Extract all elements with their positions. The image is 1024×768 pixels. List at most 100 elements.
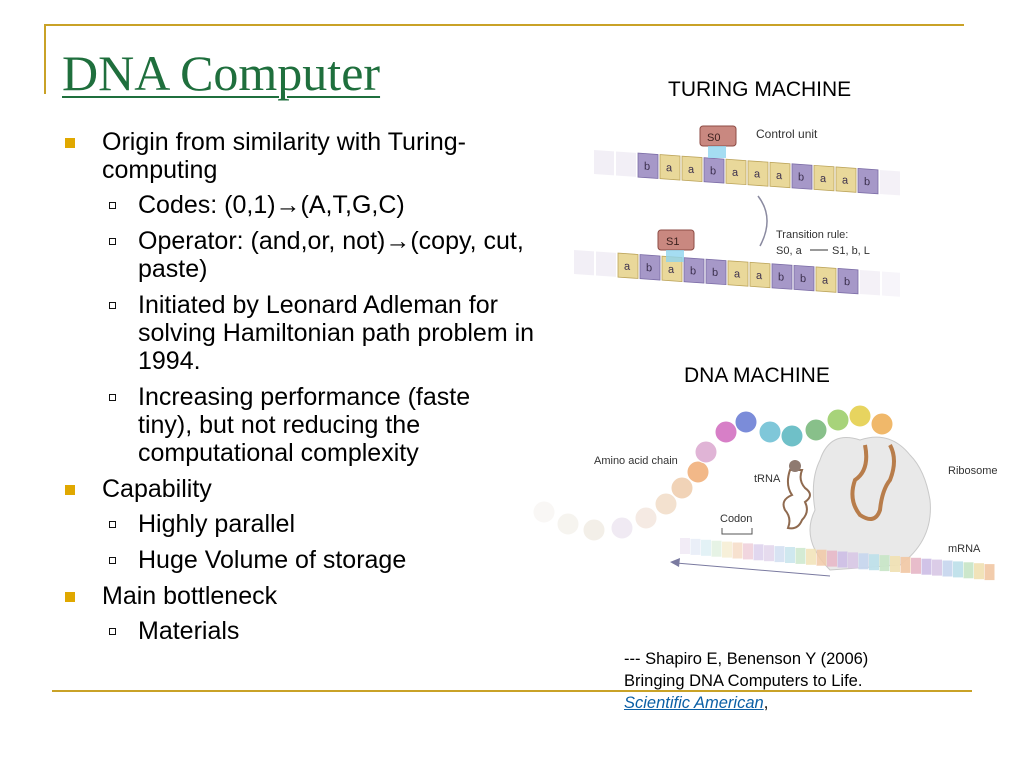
amino-acid-bead	[694, 440, 718, 464]
tape-cell-blank	[860, 269, 880, 296]
trna-shape	[782, 469, 811, 530]
mrna-nucleotide	[900, 556, 911, 573]
amino-acid-bead	[532, 500, 556, 524]
left-rule	[44, 24, 46, 94]
scientific-american-link[interactable]: Scientific American	[624, 694, 764, 712]
sub-bullet-text: Highly parallel	[138, 510, 296, 538]
tape-symbol: b	[798, 171, 804, 183]
tape-symbol: b	[800, 273, 806, 285]
bullet-marker	[65, 485, 75, 495]
tape-symbol: a	[688, 164, 695, 176]
transition-rule-from: S0, a	[776, 245, 803, 257]
sub-bullet-marker	[109, 521, 116, 528]
codon-bracket	[721, 528, 753, 535]
amino-acid-bead	[686, 460, 710, 484]
tape-symbol: b	[864, 176, 870, 188]
mrna-label: mRNA	[948, 543, 981, 555]
mrna-nucleotide	[890, 556, 900, 572]
bullet-marker	[65, 592, 75, 602]
transition-rule-title: Transition rule:	[776, 229, 848, 241]
reference-trailing-comma: ,	[763, 694, 769, 712]
mrna-nucleotide	[680, 538, 690, 554]
top-rule	[44, 24, 964, 26]
bullet-origin: Origin from similarity with Turing-compu…	[62, 128, 552, 184]
mrna-nucleotide	[848, 552, 858, 569]
mrna-nucleotide	[963, 562, 974, 579]
mrna-nucleotide	[743, 543, 753, 560]
tape-cell	[747, 160, 769, 187]
sub-bullet-performance: Increasing performance (faste tiny), but…	[62, 383, 552, 467]
sub-bullet-adleman: Initiated by Leonard Adleman for solving…	[62, 291, 552, 375]
amino-acid-bead	[556, 512, 580, 536]
mrna-nucleotide	[921, 558, 932, 575]
tape-symbol: a	[822, 274, 829, 286]
mrna-nucleotide	[774, 546, 785, 563]
tape-symbol: a	[624, 261, 631, 273]
amino-acid-bead	[670, 476, 694, 500]
mrna-nucleotide	[953, 561, 963, 578]
tape-cell-blank	[596, 251, 616, 277]
trna-head	[789, 460, 801, 472]
tape-cell	[637, 152, 659, 179]
tape-cell	[813, 164, 835, 192]
amino-acid-bead	[582, 518, 606, 542]
tape-symbol: a	[820, 173, 827, 185]
tape-cell	[617, 252, 639, 279]
tape-symbol: b	[690, 265, 696, 277]
tape-symbol: a	[756, 270, 763, 282]
tape-cell-blank	[574, 250, 594, 276]
tape-symbol: a	[668, 264, 675, 276]
ribosome-shape	[809, 436, 931, 571]
transition-rule-to: S1, b, L	[832, 245, 870, 257]
mrna-nucleotide	[911, 557, 921, 574]
bullet-bottleneck: Main bottleneck	[62, 582, 552, 610]
mrna-nucleotide	[942, 560, 953, 577]
sub-bullet-materials: Materials	[62, 617, 552, 645]
bullet-marker	[65, 138, 75, 148]
tape-cell	[705, 258, 727, 286]
bullet-capability: Capability	[62, 475, 552, 503]
slide-title: DNA Computer	[62, 45, 381, 101]
mrna-nucleotide	[690, 538, 701, 555]
sub-bullet-marker	[109, 302, 116, 309]
tape-cell	[727, 260, 749, 287]
sub-bullet-text: Initiated by Leonard Adleman for solving…	[138, 291, 535, 375]
head-s1-label: S1	[666, 236, 679, 248]
reference-line-1: --- Shapiro E, Benenson Y (2006)	[624, 650, 869, 668]
reference-line-2: Bringing DNA Computers to Life.	[624, 672, 863, 690]
bullet-text: Main bottleneck	[102, 582, 278, 610]
tape-cell	[791, 163, 813, 190]
sub-bullet-codes: Codes: (0,1)→(A,T,G,C)	[62, 191, 552, 219]
amino-acid-chain-label: Amino acid chain	[594, 455, 678, 467]
reference-block: --- Shapiro E, Benenson Y (2006) Bringin…	[624, 648, 868, 714]
tape-cell-blank	[880, 169, 900, 196]
bullet-text: Origin from similarity with Turing-compu…	[102, 128, 466, 184]
mrna-nucleotide	[732, 542, 743, 559]
sub-bullet-text: Increasing performance (faste tiny), but…	[138, 383, 471, 467]
mrna-nucleotide	[984, 564, 995, 581]
sub-bullet-text: Codes: (0,1)→(A,T,G,C)	[138, 191, 405, 219]
sub-bullet-marker	[109, 238, 116, 245]
amino-acid-bead	[734, 410, 758, 434]
sub-bullet-text: Materials	[138, 617, 240, 645]
sub-bullet-marker	[109, 628, 116, 635]
codon-label: Codon	[720, 513, 752, 525]
mrna-direction-arrow	[675, 562, 831, 577]
tape-cell	[703, 157, 725, 184]
sub-bullet-marker	[109, 202, 116, 209]
head-s0-beam	[708, 146, 726, 158]
mrna-nucleotide	[858, 553, 869, 570]
tape-cell	[771, 263, 793, 290]
mrna-nucleotide	[753, 544, 764, 561]
turing-machine-caption: TURING MACHINE	[668, 78, 852, 101]
mrna-nucleotide	[722, 541, 732, 558]
mrna-strand	[680, 538, 995, 581]
mrna-nucleotide	[711, 540, 722, 557]
amino-acid-bead	[848, 404, 872, 428]
tape-symbol: a	[842, 174, 849, 186]
tape-cell-blank	[594, 150, 614, 176]
tape-symbol: b	[646, 262, 652, 274]
amino-acid-bead	[610, 516, 634, 540]
tape-symbol: a	[734, 268, 741, 280]
